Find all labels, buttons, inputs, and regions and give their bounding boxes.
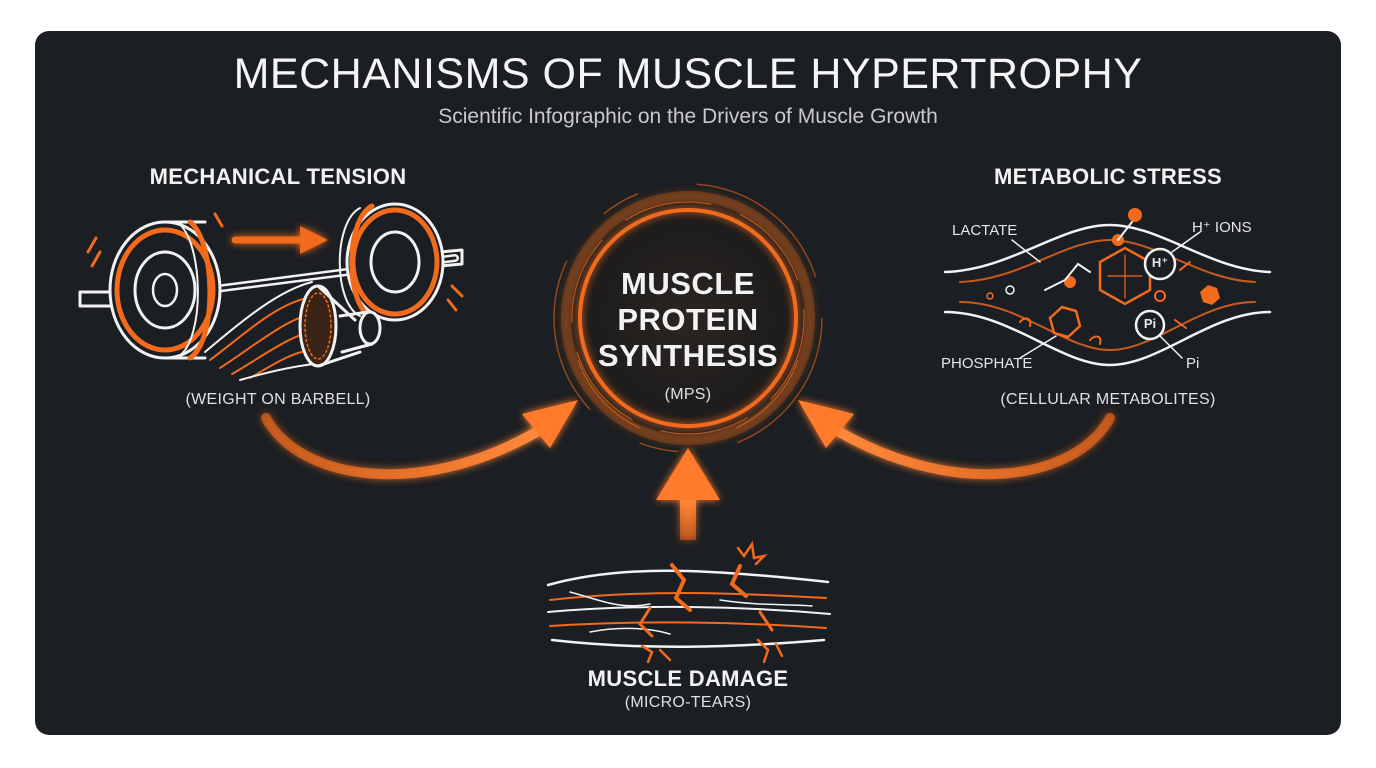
- page-subtitle: Scientific Infographic on the Drivers of…: [438, 105, 938, 128]
- stress-caption: (CELLULAR METABOLITES): [1000, 391, 1216, 408]
- tension-title: MECHANICAL TENSION: [149, 164, 407, 189]
- pi-molecule-label: Pi: [1143, 316, 1157, 331]
- mps-abbreviation: (MPS): [664, 386, 712, 403]
- lactate-label: LACTATE: [952, 222, 1018, 239]
- arrow-from-stress: [798, 400, 1115, 480]
- mps-title-line-1: MUSCLE: [621, 266, 755, 301]
- muscle-fiber-icon: [204, 281, 382, 381]
- blood-vessel-icon: [943, 208, 1272, 367]
- h-ions-label: H⁺ IONS: [1192, 219, 1252, 236]
- phosphate-label: PHOSPHATE: [941, 355, 1033, 372]
- molecule-cluster: [986, 208, 1220, 345]
- h-ion-molecule-label: H⁺: [1151, 255, 1169, 270]
- arrow-icon: [261, 413, 553, 480]
- pi-label: Pi: [1186, 355, 1200, 372]
- mps-title-line-2: PROTEIN: [617, 302, 759, 337]
- arrow-icon: [656, 448, 720, 500]
- arrow-from-tension: [261, 400, 578, 480]
- arrow-from-damage: [656, 448, 720, 540]
- damage-title: MUSCLE DAMAGE: [587, 666, 789, 691]
- stress-title: METABOLIC STRESS: [993, 164, 1223, 189]
- page-title: MECHANISMS OF MUSCLE HYPERTROPHY: [233, 50, 1143, 98]
- torn-muscle-icon: [546, 540, 831, 664]
- damage-caption: (MICRO-TEARS): [624, 694, 752, 711]
- arrow-icon: [823, 413, 1115, 480]
- arrow-icon: [231, 226, 328, 254]
- mps-circle: [553, 183, 823, 453]
- tension-caption: (WEIGHT ON BARBELL): [185, 391, 371, 408]
- mps-title-line-3: SYNTHESIS: [597, 338, 779, 373]
- barbell-icon: [78, 202, 464, 361]
